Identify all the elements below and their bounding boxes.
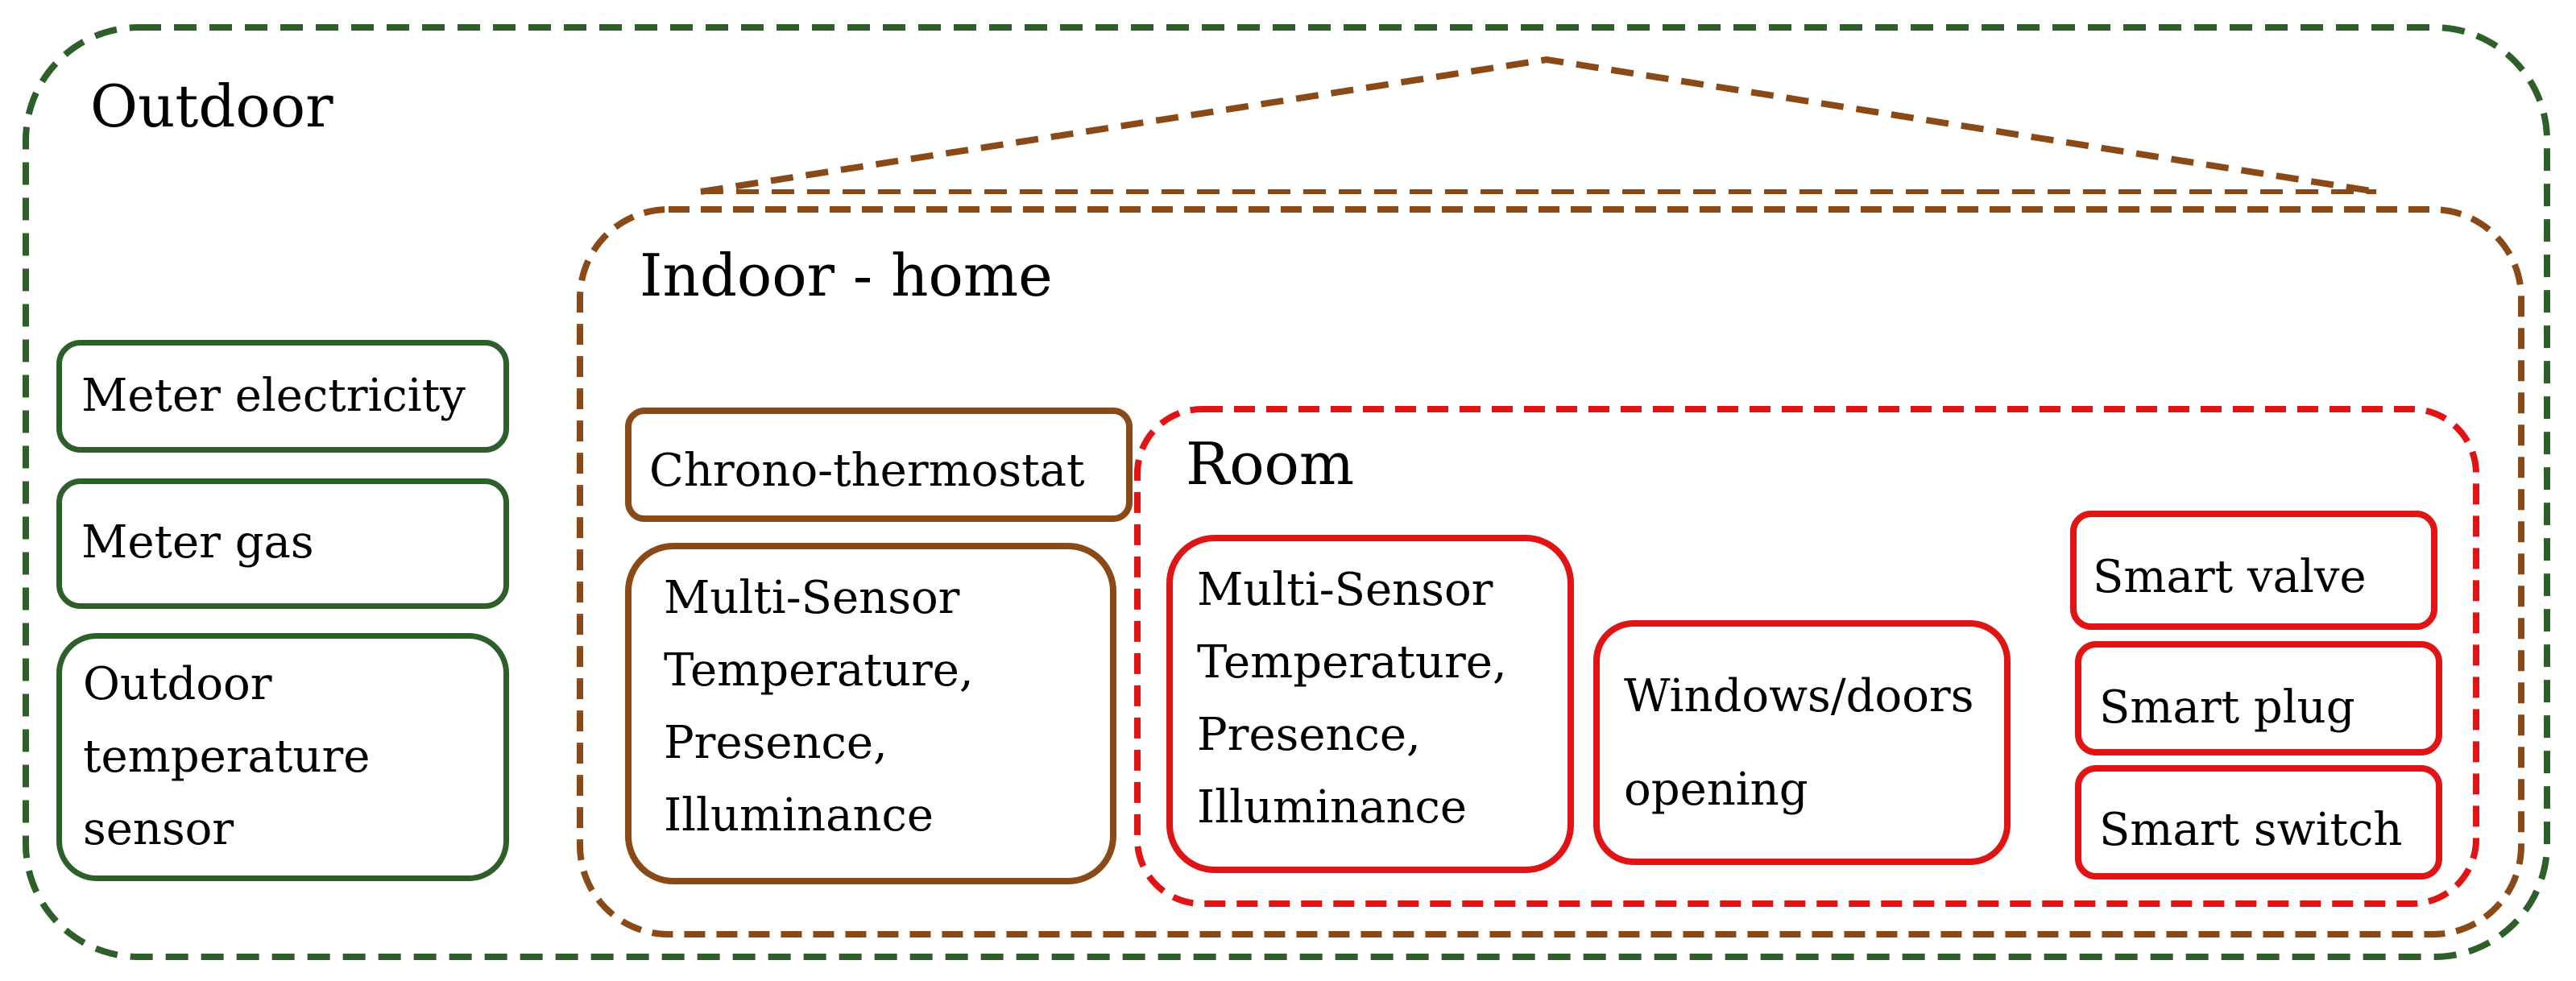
room-multi-sensor-label-line2: Temperature, <box>1197 636 1507 689</box>
room-multi-sensor-label-line3: Presence, <box>1197 709 1421 761</box>
outdoor-temperature-sensor-label-line3: sensor <box>83 803 234 855</box>
outdoor-temperature-sensor-box: Outdoor temperature sensor <box>56 633 509 881</box>
room-zone-border <box>1134 406 2479 907</box>
smart-switch-label: Smart switch <box>2099 804 2403 856</box>
smart-valve-box: Smart valve <box>2070 511 2437 630</box>
outdoor-temperature-sensor-label-line2: temperature <box>83 731 371 783</box>
house-roof <box>700 56 2377 195</box>
meter-gas-label: Meter gas <box>81 516 314 569</box>
indoor-multi-sensor-label-line2: Temperature, <box>664 644 974 697</box>
outdoor-zone-border <box>23 24 2550 960</box>
smart-valve-label: Smart valve <box>2093 551 2367 603</box>
indoor-multi-sensor-label-line1: Multi-Sensor <box>664 572 960 624</box>
room-multi-sensor-label-line4: Illuminance <box>1197 781 1468 834</box>
outdoor-temperature-sensor-label-line1: Outdoor <box>83 658 272 710</box>
windows-doors-label-line1: Windows/doors <box>1624 670 1974 722</box>
smart-plug-label: Smart plug <box>2099 681 2355 734</box>
room-multi-sensor-label-line1: Multi-Sensor <box>1197 564 1493 616</box>
chrono-thermostat-box: Chrono-thermostat <box>625 408 1133 522</box>
windows-doors-box: Windows/doors opening <box>1593 620 2011 865</box>
meter-gas-box: Meter gas <box>56 478 509 609</box>
room-multi-sensor-box: Multi-Sensor Temperature, Presence, Illu… <box>1166 535 1574 873</box>
indoor-multi-sensor-label-line3: Presence, <box>664 717 888 769</box>
windows-doors-label-line2: opening <box>1624 764 1808 816</box>
meter-electricity-box: Meter electricity <box>56 340 509 453</box>
meter-electricity-label: Meter electricity <box>81 370 466 422</box>
smart-switch-box: Smart switch <box>2075 765 2442 880</box>
indoor-zone-title: Indoor - home <box>640 242 1053 309</box>
room-zone-title: Room <box>1186 430 1355 498</box>
indoor-multi-sensor-box: Multi-Sensor Temperature, Presence, Illu… <box>625 543 1116 884</box>
indoor-multi-sensor-label-line4: Illuminance <box>664 789 934 842</box>
chrono-thermostat-label: Chrono-thermostat <box>649 445 1085 497</box>
smart-plug-box: Smart plug <box>2075 641 2442 755</box>
outdoor-zone-title: Outdoor <box>90 72 333 140</box>
indoor-zone-border <box>577 206 2524 938</box>
